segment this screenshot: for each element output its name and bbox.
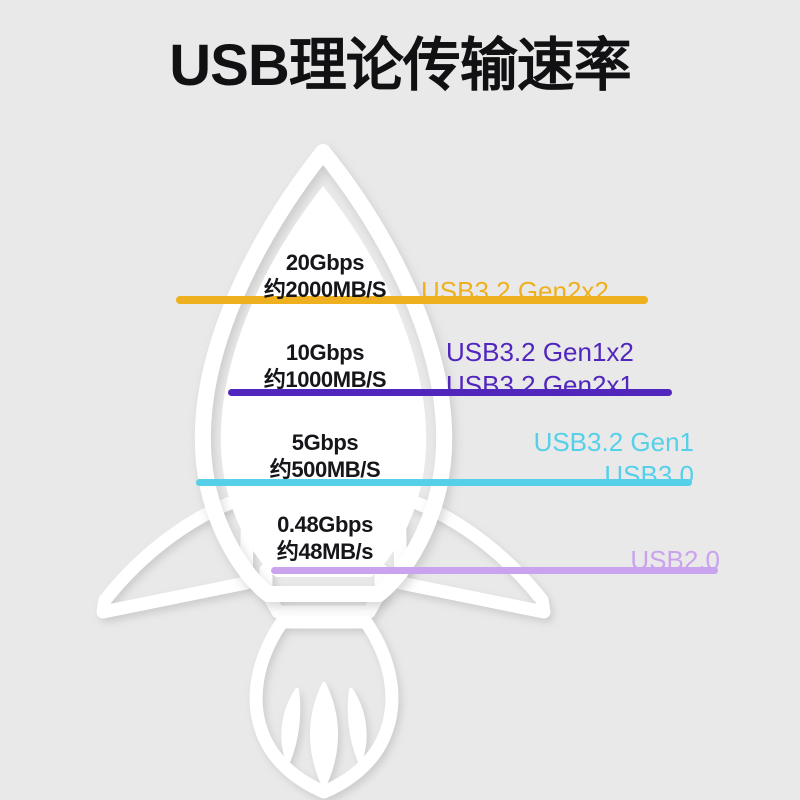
- standard-name: USB2.0: [630, 545, 720, 575]
- speed-secondary: 约500MB/S: [269, 457, 381, 482]
- speed-label-usb32-gen1x2-gen2x1: 10Gbps 约1000MB/S: [225, 339, 425, 393]
- tier-rule-usb32-gen1x2-gen2x1: [228, 389, 672, 396]
- speed-primary: 5Gbps: [291, 430, 359, 455]
- speed-label-usb32-gen2x2: 20Gbps 约2000MB/S: [225, 249, 425, 303]
- tier-rule-usb32-gen2x2: [176, 296, 648, 304]
- standard-name: USB3.2 Gen2x2: [421, 276, 609, 306]
- speed-secondary: 约1000MB/S: [263, 367, 387, 392]
- rocket-fin-right: [392, 490, 551, 619]
- standard-name: USB3.0: [604, 460, 694, 490]
- rocket-flame: [249, 615, 399, 799]
- standard-label-usb32-gen1-usb30: USB3.2 Gen1 USB3.0: [460, 426, 694, 492]
- standard-name: USB3.2 Gen1x2: [446, 337, 634, 367]
- speed-primary: 20Gbps: [285, 250, 365, 275]
- speed-secondary: 约2000MB/S: [263, 277, 387, 302]
- rocket-body-outline: [194, 144, 453, 602]
- speed-label-usb32-gen1-usb30: 5Gbps 约500MB/S: [225, 429, 425, 483]
- speed-secondary: 约48MB/s: [276, 539, 374, 564]
- standard-label-usb20: USB2.0: [484, 544, 720, 577]
- tier-rule-usb20: [271, 567, 718, 574]
- page-title: USB理论传输速率: [169, 33, 631, 98]
- standard-label-usb32-gen2x2: USB3.2 Gen2x2: [421, 275, 651, 308]
- rocket-fin-left: [96, 490, 255, 619]
- tier-rule-usb32-gen1-usb30: [196, 479, 692, 486]
- standard-name: USB3.2 Gen1: [533, 427, 694, 457]
- speed-primary: 10Gbps: [285, 340, 365, 365]
- speed-primary: 0.48Gbps: [277, 512, 373, 537]
- speed-label-usb20: 0.48Gbps 约48MB/s: [225, 511, 425, 565]
- standard-name: USB3.2 Gen2x1: [446, 370, 634, 400]
- standard-label-usb32-gen1x2-gen2x1: USB3.2 Gen1x2 USB3.2 Gen2x1: [446, 336, 674, 402]
